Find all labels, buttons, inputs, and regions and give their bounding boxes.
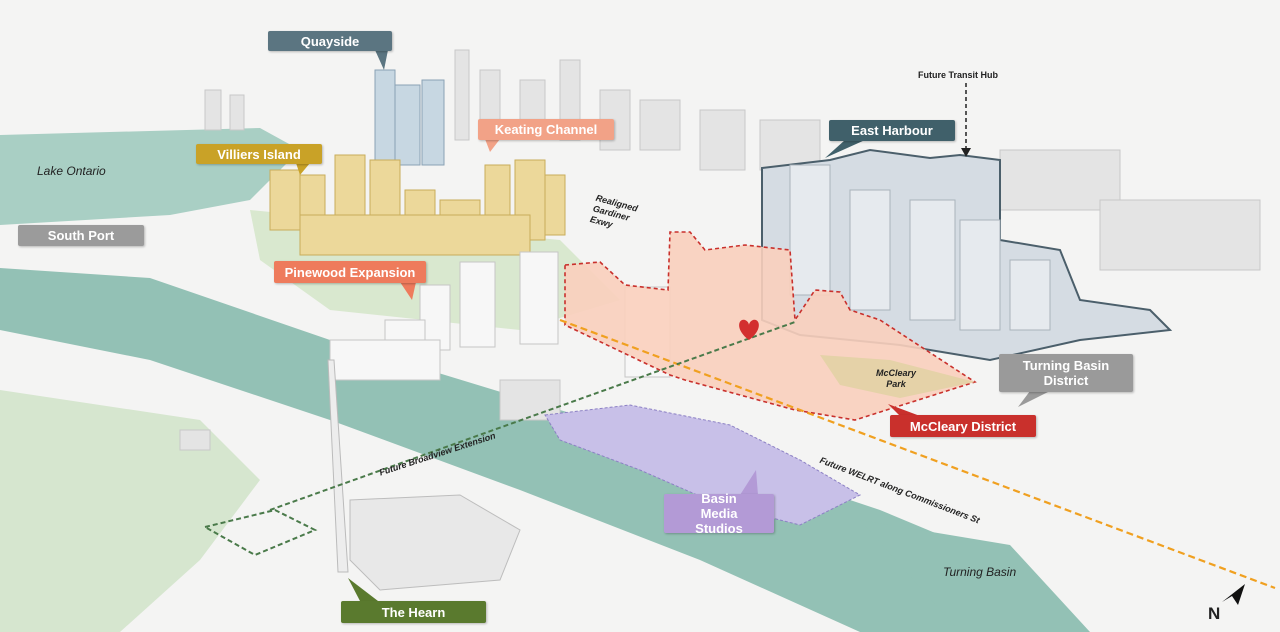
label-pinewood-expansion: Pinewood Expansion — [274, 261, 426, 283]
east-harbour-pointer — [825, 140, 865, 158]
hearn-building — [349, 494, 521, 591]
label-turning-basin-district: Turning Basin District — [999, 354, 1133, 392]
mccleary-park-area — [820, 355, 975, 398]
ship-channel-water — [0, 268, 1050, 632]
green-parkland — [0, 390, 260, 632]
label-the-hearn: The Hearn — [341, 601, 486, 623]
transit-hub-arrowhead — [961, 148, 971, 157]
broadview-extension-route — [204, 508, 318, 557]
annotation-lake-ontario: Lake Ontario — [37, 164, 106, 178]
villiers-pointer — [296, 163, 310, 175]
annotation-turning-basin: Turning Basin — [943, 565, 1017, 579]
label-villiers-island: Villiers Island — [196, 144, 322, 164]
mccleary-district-pointer — [888, 404, 920, 416]
turning-basin-water — [860, 520, 1090, 632]
pinewood-pointer — [400, 282, 416, 300]
annotation-future-transit-hub: Future Transit Hub — [918, 70, 999, 80]
north-label: N — [1208, 604, 1221, 623]
hearn-pointer — [348, 578, 378, 601]
broadview-extension-line — [269, 321, 796, 511]
label-east-harbour: East Harbour — [829, 120, 955, 141]
label-quayside: Quayside — [268, 31, 392, 51]
north-arrow-icon — [1222, 584, 1245, 605]
quayside-pointer — [375, 50, 388, 70]
east-harbour-towers — [789, 164, 1051, 331]
label-mccleary-district: McCleary District — [890, 415, 1036, 437]
welrt-route — [559, 318, 1276, 590]
quayside-towers — [374, 69, 445, 166]
keating-pointer — [485, 139, 500, 152]
turning-basin-district-pointer — [1018, 391, 1050, 407]
hearn-smokestack — [327, 359, 349, 573]
basin-media-pointer — [740, 470, 758, 495]
basin-media-studios-area — [544, 404, 862, 526]
annotation-mccleary-park: McCleary Park — [876, 368, 917, 389]
heart-icon — [739, 319, 759, 340]
label-basin-media-studios: Basin Media Studios — [664, 491, 774, 536]
villiers-island-buildings — [269, 154, 566, 256]
label-keating-channel: Keating Channel — [478, 119, 614, 140]
label-south-port: South Port — [18, 225, 144, 246]
